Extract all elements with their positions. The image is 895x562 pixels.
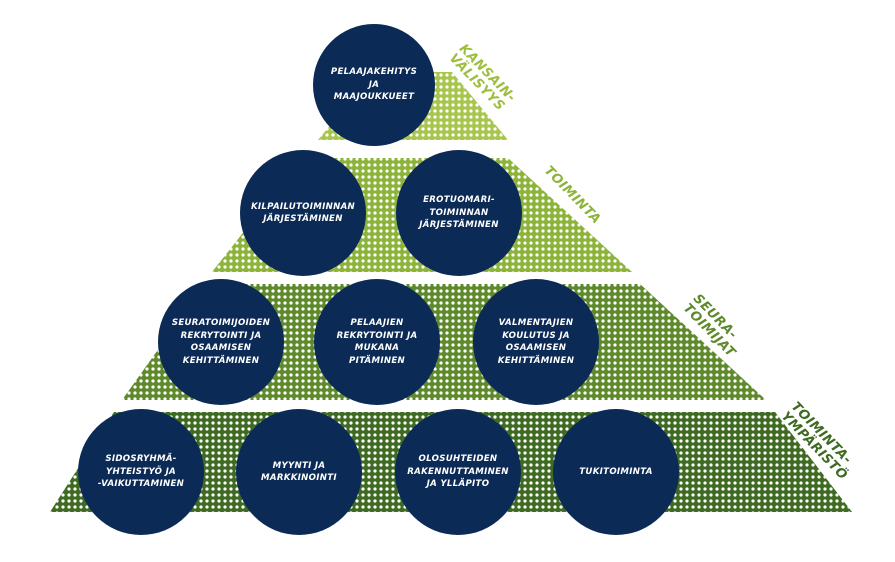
circle-label: SIDOSRYHMÄ- YHTEISTYÖ JA -VAIKUTTAMINEN xyxy=(97,454,185,490)
circle-label: MYYNTI JA MARKKINOINTI xyxy=(261,460,337,484)
circle-label: PELAAJIEN REKRYTOINTI JA MUKANA PITÄMINE… xyxy=(336,318,418,366)
circle-seuratoimijoiden-rekrytointi: SEURATOIMIJOIDEN REKRYTOINTI JA OSAAMISE… xyxy=(158,279,284,405)
circle-label: KILPAILUTOIMINNAN JÄRJESTÄMINEN xyxy=(250,201,356,225)
circle-valmentajien-koulutus: VALMENTAJIEN KOULUTUS JA OSAAMISEN KEHIT… xyxy=(473,279,599,405)
circle-label: OLOSUHTEIDEN RAKENNUTTAMINEN JA YLLÄPITO xyxy=(407,454,509,490)
circle-label: PELAAJAKEHITYS JA MAAJOUKKUEET xyxy=(330,67,418,103)
circle-myynti: MYYNTI JA MARKKINOINTI xyxy=(236,409,362,535)
circle-sidosryhmayhteistyo: SIDOSRYHMÄ- YHTEISTYÖ JA -VAIKUTTAMINEN xyxy=(78,409,204,535)
circle-pelaajien-rekrytointi: PELAAJIEN REKRYTOINTI JA MUKANA PITÄMINE… xyxy=(314,279,440,405)
circle-label: VALMENTAJIEN KOULUTUS JA OSAAMISEN KEHIT… xyxy=(497,318,575,366)
circle-kilpailutoiminta: KILPAILUTOIMINNAN JÄRJESTÄMINEN xyxy=(240,150,366,276)
circle-erotuomaritoiminta: EROTUOMARI- TOIMINNAN JÄRJESTÄMINEN xyxy=(396,150,522,276)
circle-tukitoiminta: TUKITOIMINTA xyxy=(553,409,679,535)
circle-label: SEURATOIMIJOIDEN REKRYTOINTI JA OSAAMISE… xyxy=(171,318,271,366)
circle-olosuhteiden-rakennuttaminen: OLOSUHTEIDEN RAKENNUTTAMINEN JA YLLÄPITO xyxy=(395,409,521,535)
circle-pelaajakehitys: PELAAJAKEHITYS JA MAAJOUKKUEET xyxy=(313,24,435,146)
circle-label: EROTUOMARI- TOIMINNAN JÄRJESTÄMINEN xyxy=(419,195,499,231)
circle-label: TUKITOIMINTA xyxy=(579,466,653,477)
tier-band-3-dots xyxy=(122,284,766,400)
